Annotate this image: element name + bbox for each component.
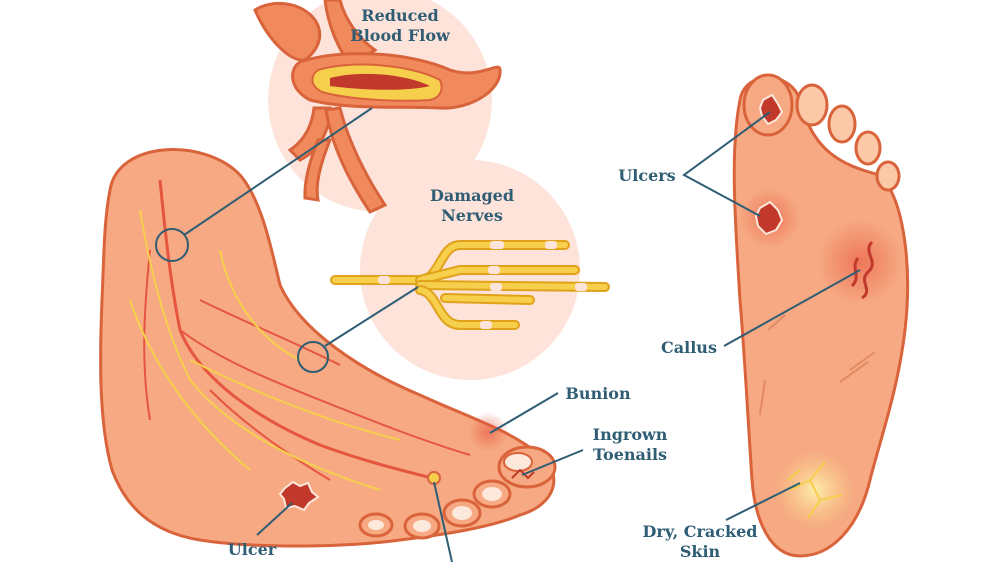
leader-lines: [183, 107, 861, 562]
toenail: [452, 506, 472, 520]
nerve-damage-gap: [480, 321, 492, 329]
label-ingrown-line1: Ingrown: [592, 425, 668, 444]
leader-blood-flow: [183, 107, 373, 236]
vessel-lumen: [330, 73, 430, 90]
nerve-bundle: [442, 295, 533, 303]
label-ingrown-toenails: Ingrown Toenails: [582, 425, 678, 465]
nerve-bundle: [417, 282, 608, 290]
side-foot-illustration: [99, 148, 557, 548]
sole-toe: [854, 130, 882, 166]
label-ulcer: Ulcer: [227, 540, 277, 559]
leader-callus: [723, 269, 861, 347]
sole-crease: [849, 351, 876, 371]
vessel-branch-low: [287, 106, 332, 162]
leader-dry-skin: [725, 482, 801, 521]
blood-vessel-illustration: [253, 0, 502, 214]
nerve-illustration: [330, 240, 610, 330]
toenail: [413, 520, 431, 532]
label-callus: Callus: [661, 338, 717, 357]
sole-toe: [827, 104, 857, 144]
label-dry-line1: Dry, Cracked: [642, 522, 758, 541]
nerve-damage-gap: [575, 283, 587, 291]
sole-crease: [767, 314, 786, 331]
nerve-damage-gap: [490, 241, 504, 249]
label-ingrown-line2: Toenails: [592, 445, 668, 464]
nerve-damage-gap: [545, 241, 557, 249]
label-reduced-blood-flow: Reduced Blood Flow: [335, 6, 465, 46]
callus-mark: [861, 240, 874, 300]
nerve: [219, 249, 301, 361]
nerve-bundle: [417, 267, 578, 283]
vein: [143, 249, 151, 421]
big-toenail: [503, 452, 533, 472]
label-dry-cracked-skin: Dry, Cracked Skin: [640, 522, 760, 562]
label-reduced-blood-flow-line2: Blood Flow: [350, 26, 450, 45]
callout-circle: [297, 341, 329, 373]
ulcer-wound: [278, 480, 320, 512]
nerve-damage-gap: [378, 276, 390, 284]
vessel-branch-low: [303, 138, 333, 202]
vein: [179, 329, 471, 456]
label-damaged-nerves-line2: Nerves: [441, 206, 503, 225]
leader-toe: [433, 481, 453, 562]
label-dry-line2: Skin: [679, 542, 721, 561]
leader-ulcer: [256, 502, 293, 536]
sole-ulcer: [758, 93, 784, 126]
vessel-branch-top: [253, 1, 322, 62]
label-bunion: Bunion: [565, 384, 631, 403]
label-damaged-nerves-line1: Damaged: [429, 186, 515, 205]
nerve: [139, 209, 381, 491]
vein: [209, 389, 331, 481]
nerve: [129, 299, 251, 471]
side-foot-shape: [99, 148, 556, 548]
leader-ulcers: [682, 111, 771, 217]
leader-bunion: [489, 392, 559, 434]
label-reduced-blood-flow-line1: Reduced: [361, 6, 439, 25]
nerve-bundle: [417, 287, 518, 328]
sole-illustration: [732, 73, 910, 558]
sole-toe: [875, 160, 901, 192]
sole-ulcer: [754, 200, 784, 236]
vein: [199, 299, 341, 366]
label-damaged-nerves: Damaged Nerves: [412, 186, 532, 226]
heel-cracks: [787, 461, 843, 519]
sole-crease: [839, 361, 869, 383]
nerve-damage-gap: [490, 283, 502, 291]
callus-spot: [818, 220, 902, 304]
nerve: [189, 359, 401, 441]
vein: [158, 179, 441, 482]
toenail: [368, 520, 384, 530]
leader-ingrown: [521, 449, 584, 476]
leader-nerves: [324, 286, 419, 347]
vessel-branch-low: [324, 106, 388, 214]
label-ulcers: Ulcers: [618, 166, 676, 185]
toenail: [482, 487, 502, 501]
sole-crease: [759, 379, 766, 416]
bunion-spot: [468, 412, 508, 452]
callout-circle: [155, 228, 189, 262]
nerve-damage-gap: [488, 266, 500, 274]
sole-toe: [795, 83, 829, 127]
